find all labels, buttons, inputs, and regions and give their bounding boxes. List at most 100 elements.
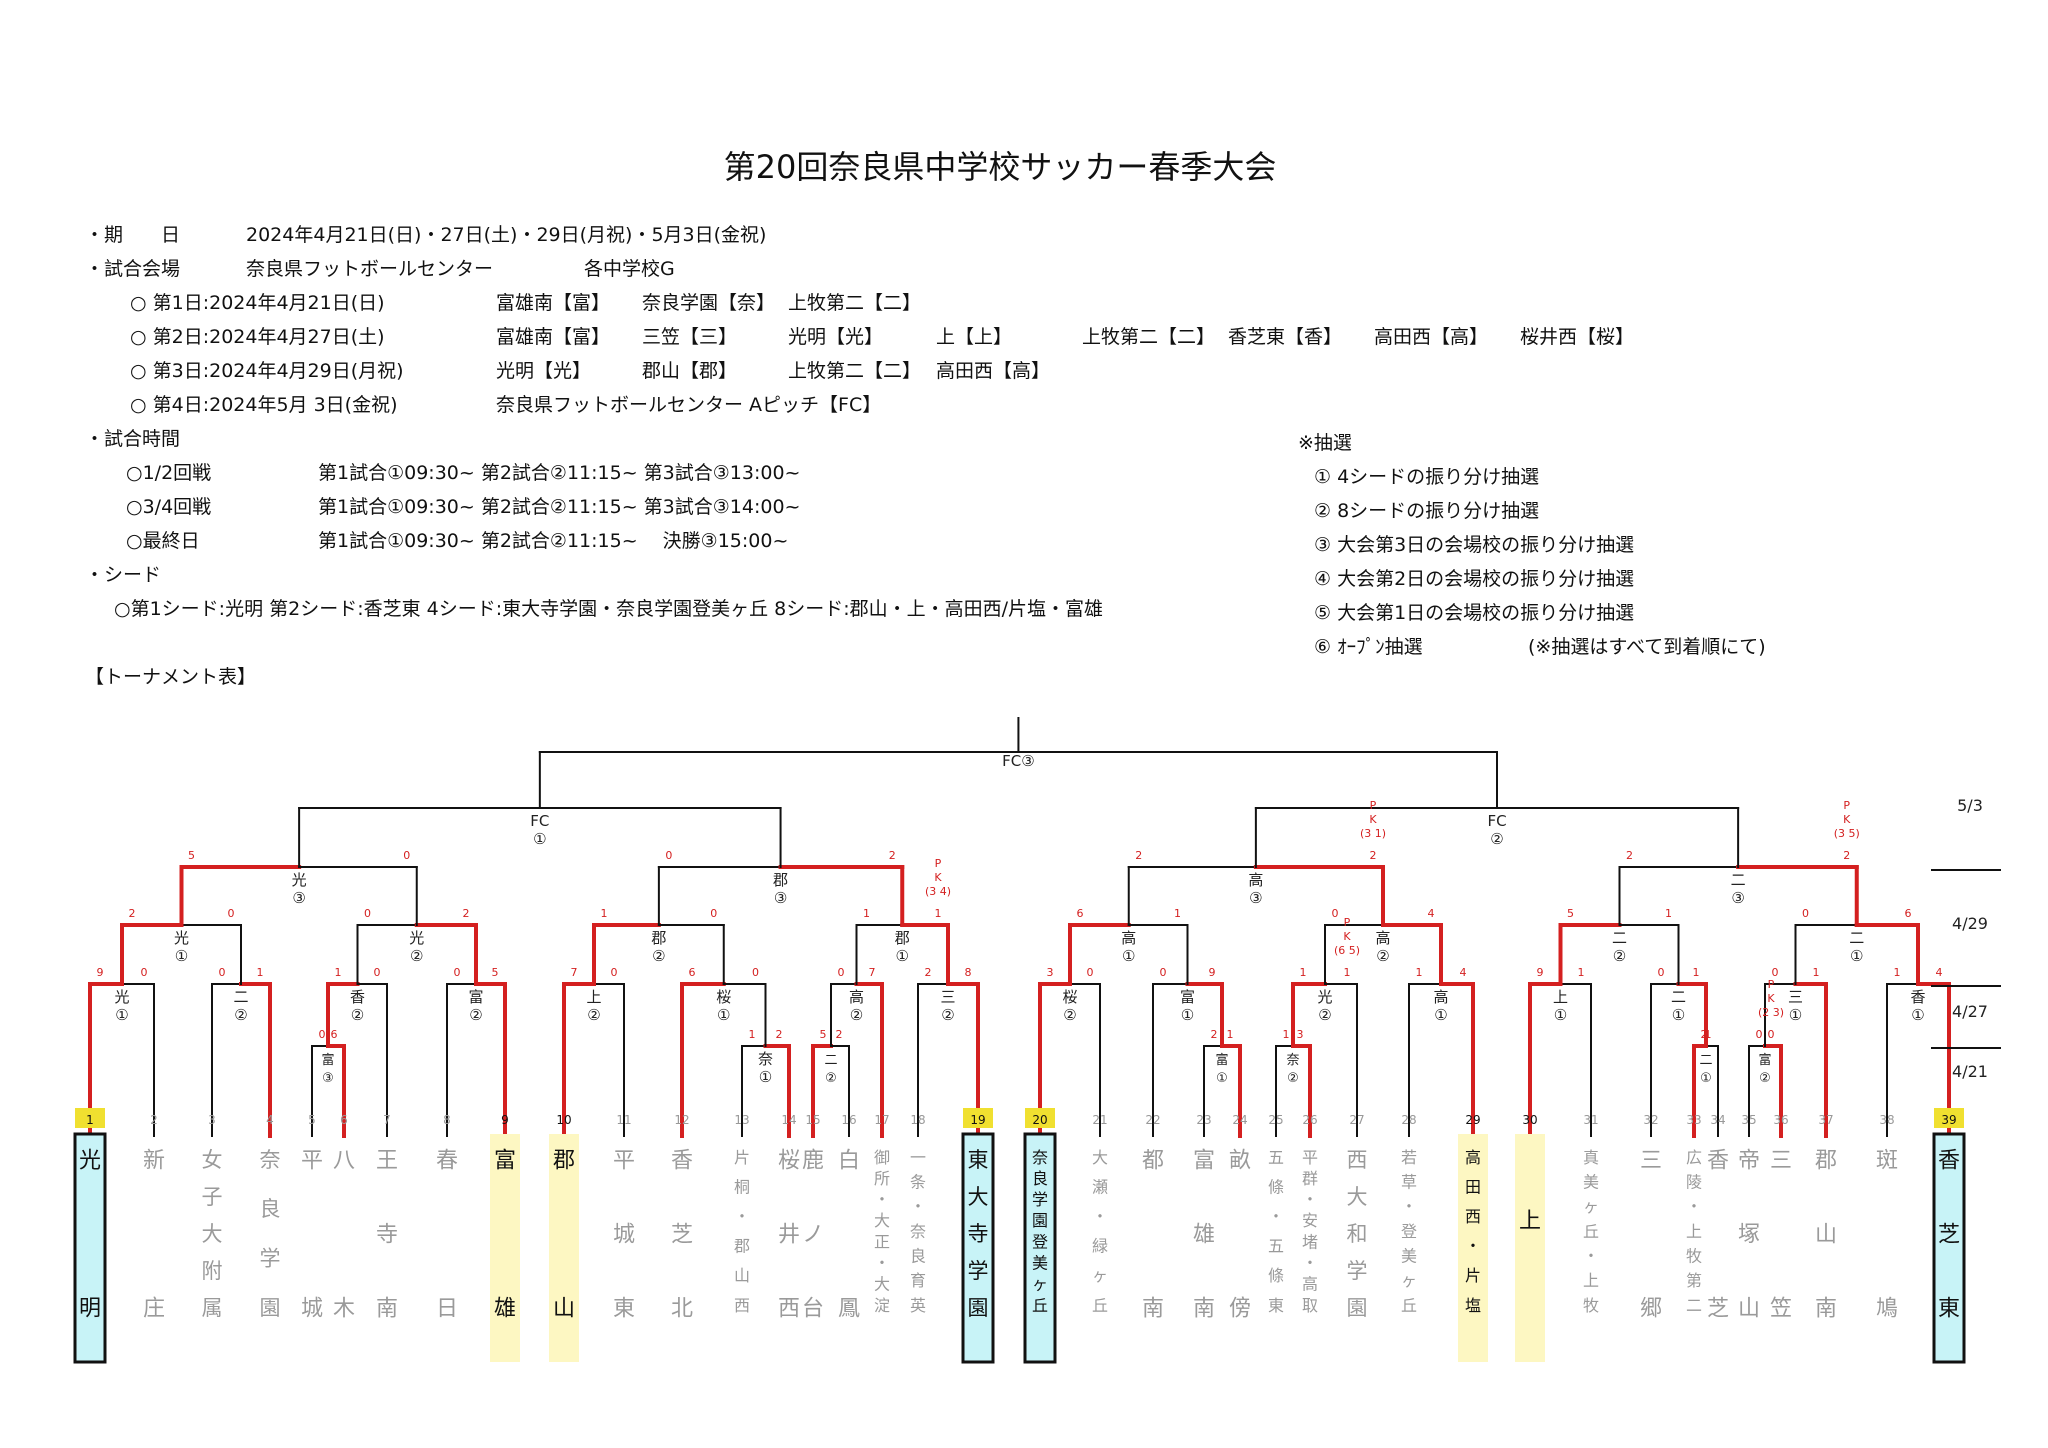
team-name-char: 附 [202,1259,223,1283]
period-label: ・期 日 [85,224,181,246]
score-text: 6 [331,1028,338,1041]
team-number: 26 [1302,1113,1317,1127]
day2-label: ○ 第2日:2024年4月27日(土) [130,326,385,348]
team-name-char: 三 [1640,1149,1662,1174]
day2-venue: 桜井西【桜】 [1520,326,1635,348]
team-name-char: 女 [202,1148,223,1172]
team-number: 29 [1465,1113,1480,1127]
team-number: 16 [841,1113,856,1127]
score-text: 2 [836,1028,843,1041]
time-round: ○3/4回戦 [126,496,212,518]
team-name-char: 南 [1815,1297,1837,1322]
team-name-char: 都 [1142,1149,1164,1174]
score-text: 6 [1077,907,1084,920]
venue-label: 富 [321,1052,334,1068]
score-text: 3 [1297,1028,1304,1041]
team-name-char: 東 [968,1148,989,1172]
team-name-char: 雄 [494,1297,516,1322]
venue-label: ① [1216,1071,1228,1086]
team-number: 17 [874,1113,889,1127]
team-name-char: 学 [968,1259,989,1283]
venue-label: ③ [292,889,305,907]
venue-label: 二 [1699,1053,1712,1068]
pk-text: K [934,871,942,884]
team-name-char: 子 [202,1185,223,1209]
score-text: 7 [869,966,876,979]
team-name-char: 南 [1193,1297,1215,1322]
team-name-char: 傍 [1229,1297,1251,1322]
team-name-char: 御 [874,1148,890,1167]
score-text: 7 [571,966,578,979]
team-name-char: ノ [802,1223,824,1248]
venue-label: 上 [1553,988,1568,1006]
pk-text: (3 4) [925,885,951,898]
team-name-char: 城 [301,1297,323,1322]
team-name-char: 大 [202,1222,223,1246]
score-text: 1 [1813,966,1820,979]
seed-number-box [75,1108,105,1128]
score-text: 1 [935,907,942,920]
team-name-char: ヶ [1092,1266,1108,1285]
venue-label: 富 [1180,988,1195,1006]
team-name-char: ・ [874,1254,890,1273]
team-name-char: 上 [1686,1222,1702,1241]
team-name-char: 条 [910,1172,926,1191]
pk-text: P [1370,799,1377,812]
team-name-char: 富 [1193,1149,1215,1174]
venue-label: ① [1911,1006,1924,1024]
team-name-char: 草 [1401,1172,1417,1191]
team-name-char: ・ [1268,1207,1284,1226]
score-text: 1 [863,907,870,920]
team-number: 33 [1686,1113,1701,1127]
round-date: 4/21 [1952,1062,1988,1081]
score-text: 0 [1756,1028,1763,1041]
seed-highlight [961,1132,995,1364]
team-name-char: 堵 [1302,1232,1318,1251]
team-name-char: 陵 [1686,1172,1702,1191]
team-name-char: 條 [1268,1177,1284,1196]
score-text: 1 [1344,966,1351,979]
seed-value: ○第1シード:光明 第2シード:香芝東 4シード:東大寺学園・奈良学園登美ヶ丘 … [114,598,1104,620]
day2-venue: 高田西【高】 [1374,326,1489,348]
team-name-char: 郷 [1640,1297,1662,1322]
team-name-char: 南 [1142,1297,1164,1322]
team-name-char: 笠 [1770,1297,1792,1322]
team-name-char: 條 [1268,1266,1284,1285]
score-text: 2 [1843,849,1850,862]
score-text: 0 [1087,966,1094,979]
team-name-char: 山 [734,1266,750,1285]
score-text: 0 [1332,907,1339,920]
score-text: 1 [1300,966,1307,979]
team-number: 19 [970,1113,985,1127]
team-name-char: 西 [734,1296,750,1315]
time-round: ○最終日 [126,530,200,552]
day2-venue: 上牧第二【二】 [1082,326,1216,348]
team-name-char: 英 [910,1296,926,1315]
seed-highlight [1515,1134,1545,1362]
team-name-char: 所 [874,1169,890,1188]
team-name-char: 真 [1583,1148,1599,1167]
round-date: 5/3 [1957,796,1983,815]
team-name-char: ・ [1401,1197,1417,1216]
score-text: 9 [97,966,104,979]
team-name-char: 鹿 [802,1149,824,1174]
score-text: 0 [710,907,717,920]
team-name-char: 片 [1465,1266,1481,1285]
team-name-char: 鳳 [838,1297,860,1322]
lottery-item: ② 8シードの振り分け抽選 [1314,500,1540,522]
venue-label: 桜 [716,988,731,1006]
team-name-char: 園 [260,1296,281,1320]
team-number: 1 [86,1113,94,1127]
time-round: ○1/2回戦 [126,462,212,484]
team-name-char: ・ [874,1190,890,1209]
team-name-char: 奈 [1032,1148,1048,1167]
pk-text: (3 1) [1360,827,1386,840]
team-number: 20 [1032,1113,1047,1127]
venue-label: ① [1700,1071,1712,1086]
team-name-char: 学 [260,1246,281,1270]
score-text: 0 [319,1028,326,1041]
score-text: 0 [219,966,226,979]
score-text: 1 [1416,966,1423,979]
day1-venue: 奈良学園【奈】 [642,292,776,314]
lottery-item: ⑤ 大会第1日の会場校の振り分け抽選 [1314,602,1635,624]
